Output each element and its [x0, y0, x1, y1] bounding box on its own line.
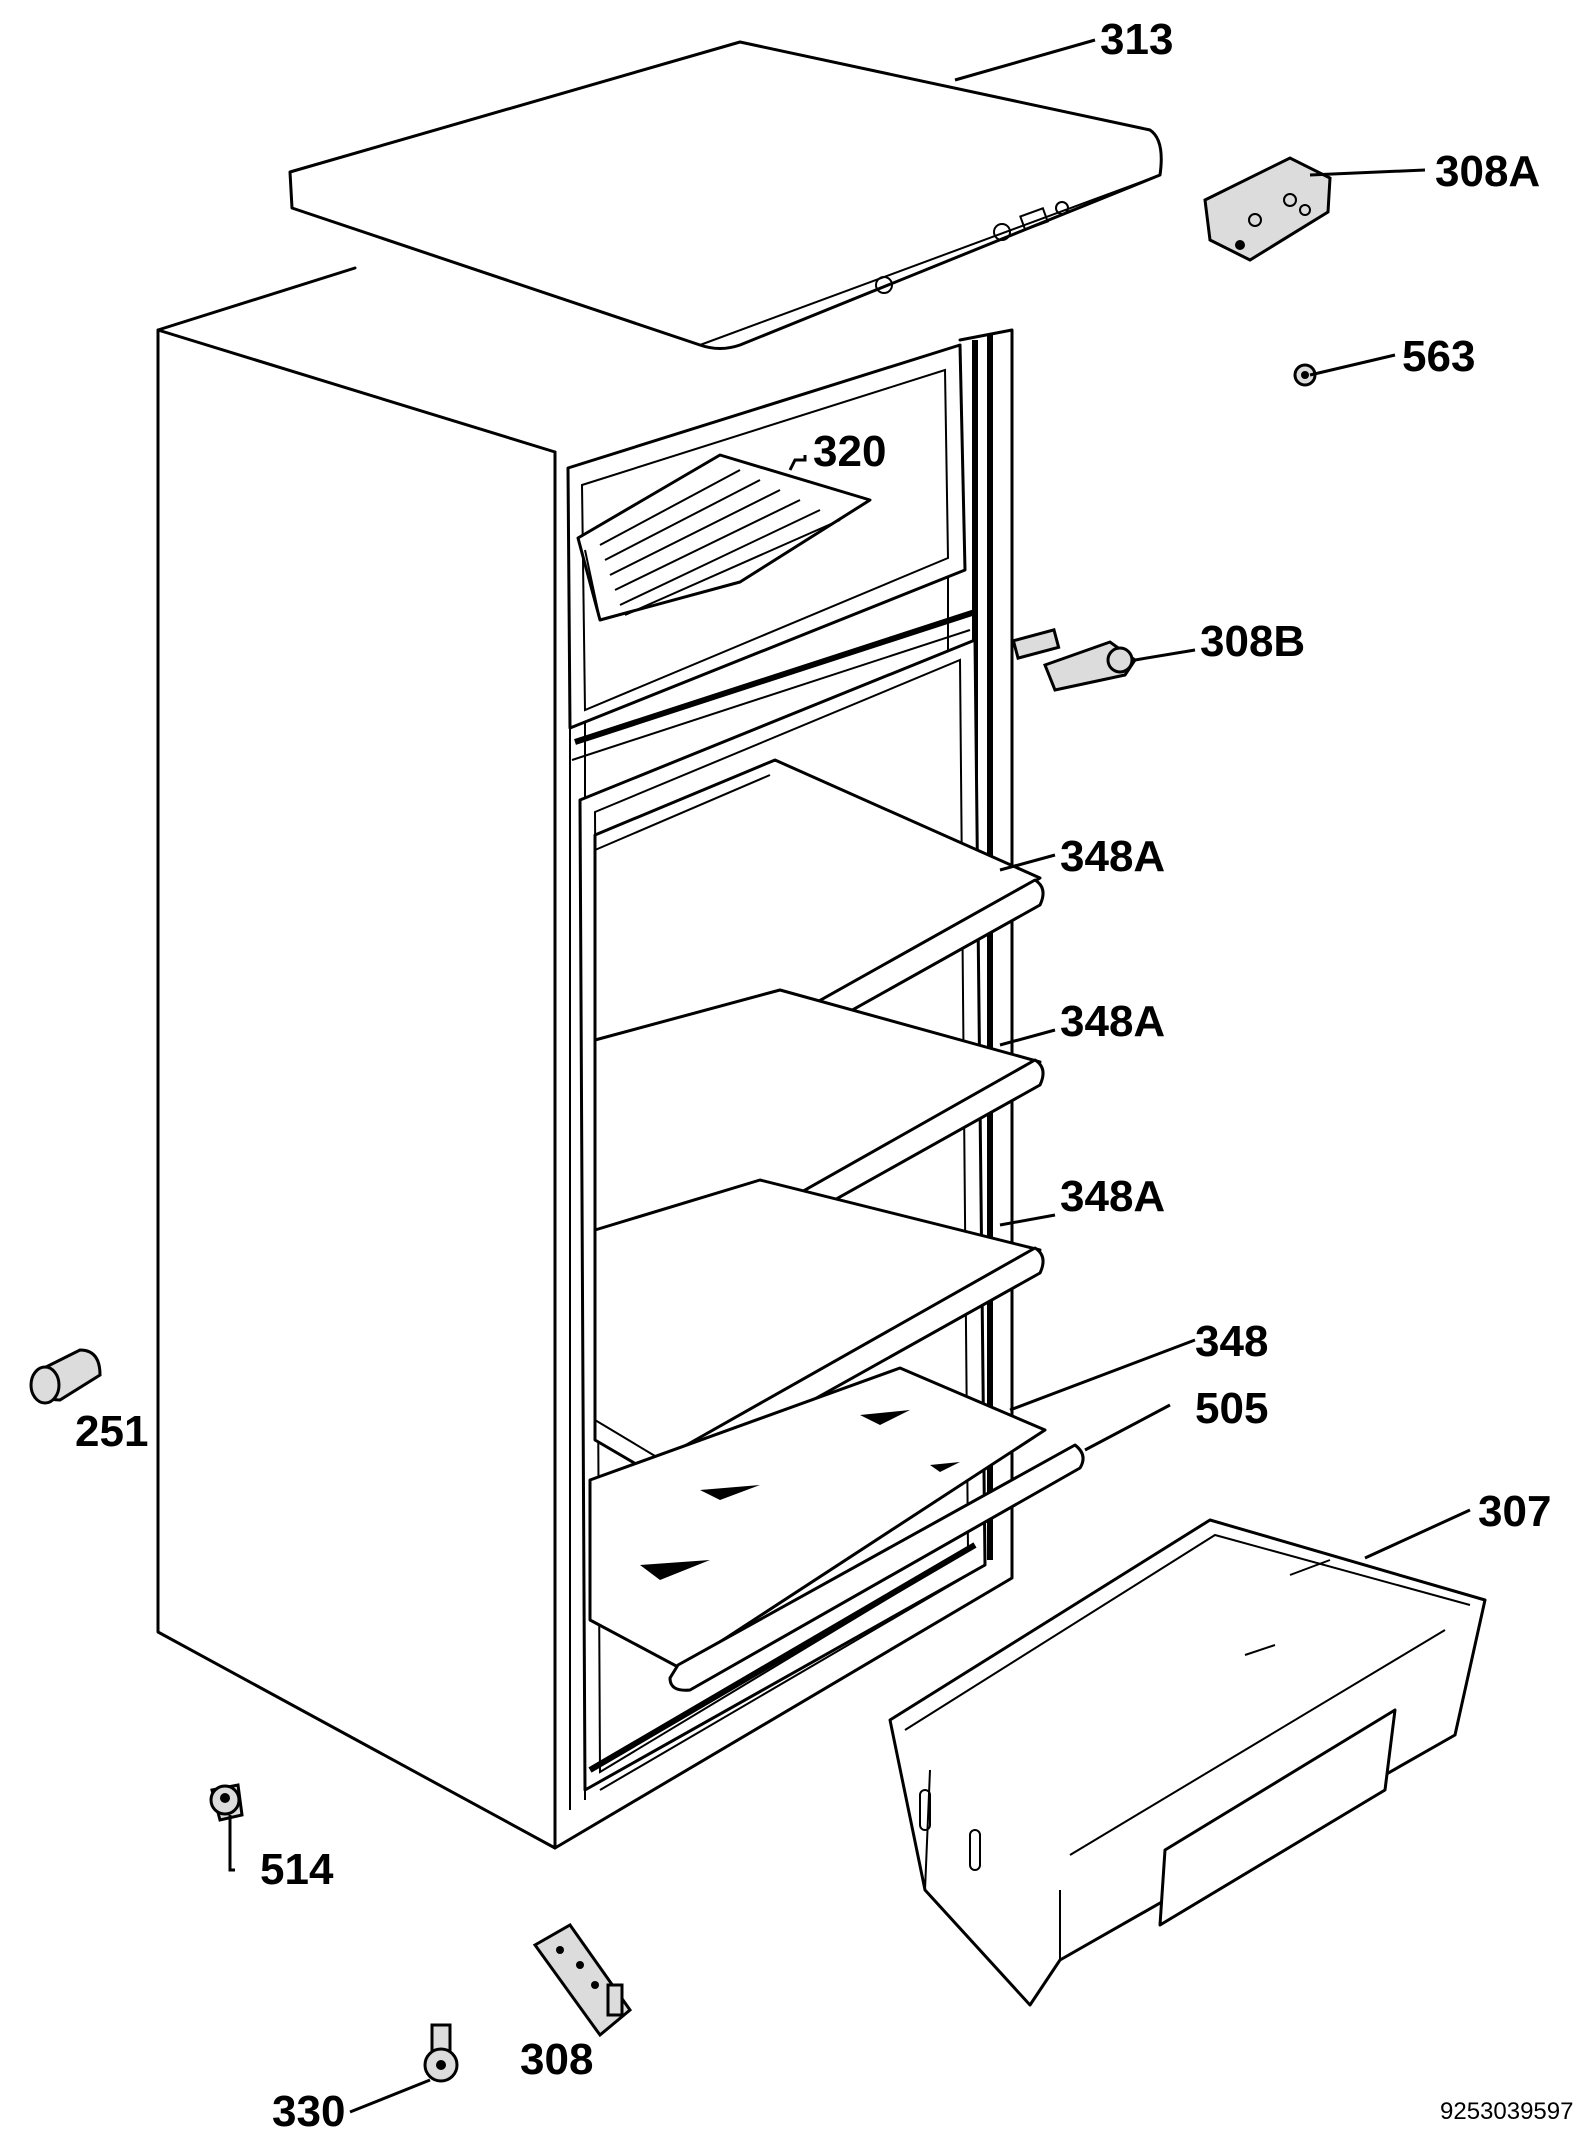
callout-348a-3: 348A [1060, 1172, 1166, 1221]
top-cover [288, 40, 1163, 350]
callout-563: 563 [1402, 332, 1476, 381]
bottom-rails [588, 1542, 986, 1791]
callout-308a: 308A [1435, 147, 1541, 196]
crisper-cover [588, 1366, 1047, 1670]
document-number: 9253039597 [1440, 2098, 1574, 2125]
callout-505: 505 [1195, 1384, 1269, 1433]
top-hinge [1203, 156, 1332, 262]
callout-514: 514 [260, 1845, 334, 1894]
foot-251 [29, 1348, 102, 1405]
callout-348a-2: 348A [1060, 997, 1166, 1046]
cover-trim [668, 1443, 1085, 1692]
callout-320: 320 [813, 427, 887, 476]
callout-348a-1: 348A [1060, 832, 1166, 881]
callout-313: 313 [1100, 15, 1174, 64]
callout-330: 330 [272, 2087, 346, 2136]
middle-hinge [1011, 628, 1138, 692]
callout-251: 251 [75, 1407, 149, 1456]
callout-308b: 308B [1200, 617, 1306, 666]
callout-308: 308 [520, 2035, 594, 2084]
bottom-hinge [532, 1923, 633, 2038]
callout-348: 348 [1195, 1317, 1269, 1366]
crisper-drawer [888, 1518, 1487, 2007]
freezer-grid [576, 453, 872, 622]
leader-lines [228, 38, 1471, 2114]
foot-514 [209, 1783, 244, 1822]
callout-307: 307 [1478, 1487, 1552, 1536]
screw-330 [423, 2023, 459, 2083]
